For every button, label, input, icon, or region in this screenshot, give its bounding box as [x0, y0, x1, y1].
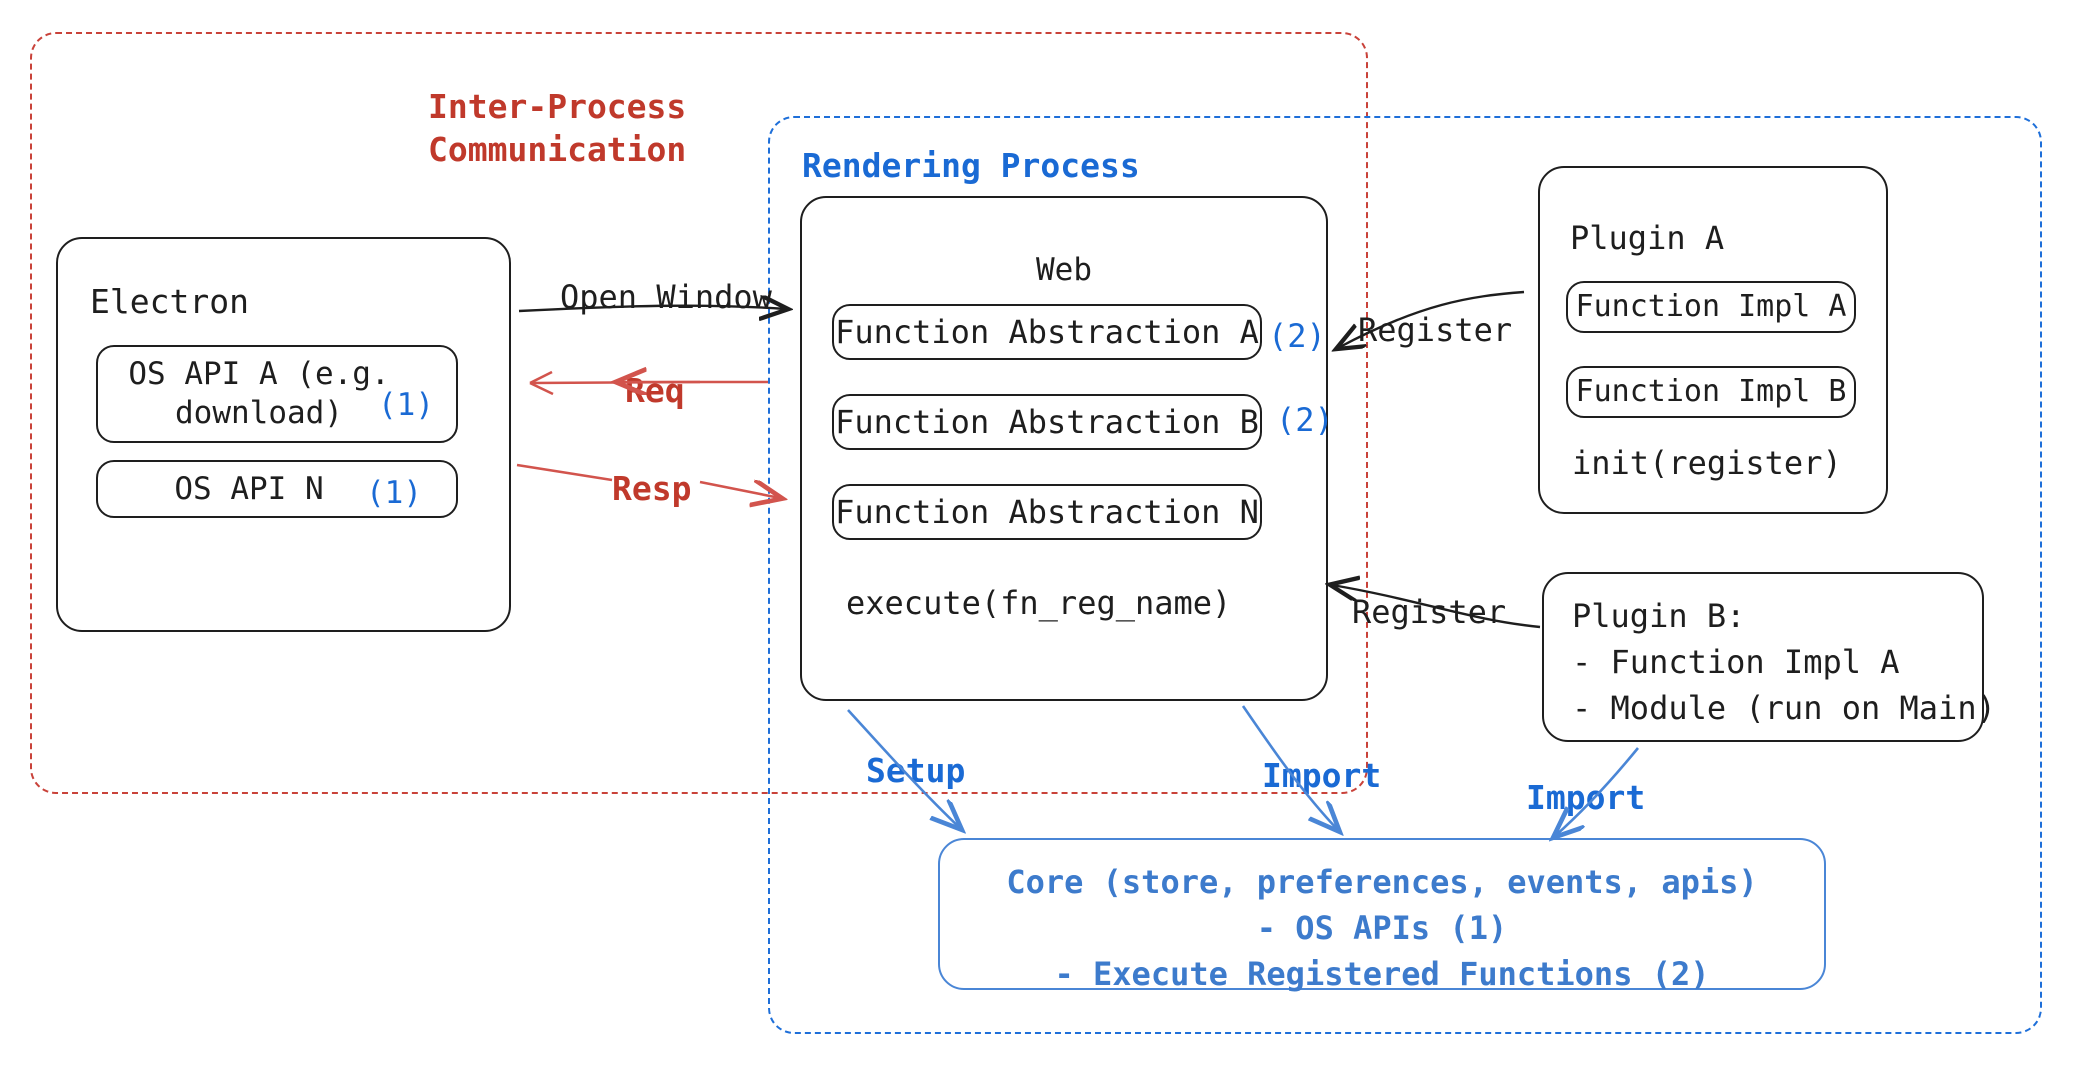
plugin-a-function-impl-a-label: Function Impl A — [1575, 289, 1847, 325]
plugin-a-function-impl-a-box: Function Impl A — [1566, 281, 1856, 333]
plugin-a-box — [1538, 166, 1888, 514]
os-api-n-ref: (1) — [366, 475, 422, 511]
plugin-a-init-label: init(register) — [1572, 444, 1842, 482]
function-abstraction-b-label: Function Abstraction B — [835, 403, 1259, 441]
plugin-a-title: Plugin A — [1570, 219, 1725, 257]
function-abstraction-a-ref: (2) — [1268, 317, 1326, 355]
edge-setup-label: Setup — [866, 751, 966, 790]
os-api-a-label: OS API A (e.g.download) — [128, 356, 390, 431]
edge-register-a-label: Register — [1358, 311, 1513, 349]
plugin-b-title: Plugin B: — [1572, 597, 1746, 635]
plugin-b-line-2: - Module (run on Main) — [1572, 689, 1996, 727]
web-execute-label: execute(fn_reg_name) — [846, 584, 1232, 622]
plugin-b-line-1: - Function Impl A — [1572, 643, 1900, 681]
plugin-a-function-impl-b-box: Function Impl B — [1566, 366, 1856, 418]
edge-resp-label: Resp — [612, 469, 692, 508]
plugin-a-function-impl-b-label: Function Impl B — [1575, 374, 1847, 410]
function-abstraction-n-label: Function Abstraction N — [835, 493, 1259, 531]
core-line-1: Core (store, preferences, events, apis) — [1006, 863, 1758, 901]
function-abstraction-a-box: Function Abstraction A — [832, 304, 1262, 360]
core-box: Core (store, preferences, events, apis) … — [938, 838, 1826, 993]
edge-import-web-label: Import — [1262, 756, 1382, 795]
function-abstraction-a-label: Function Abstraction A — [835, 313, 1259, 351]
edge-req-label: Req — [625, 371, 685, 410]
os-api-a-ref: (1) — [378, 387, 434, 424]
function-abstraction-n-box: Function Abstraction N — [832, 484, 1262, 540]
electron-title: Electron — [90, 282, 249, 321]
core-line-2: - OS APIs (1) — [1256, 909, 1508, 948]
os-api-n-label: OS API N — [174, 470, 324, 507]
edge-import-plugin-label: Import — [1526, 778, 1646, 817]
core-line-3: - Execute Registered Functions (2) — [1054, 955, 1710, 994]
edge-open-window-label: Open Window — [560, 278, 772, 316]
web-title: Web — [1036, 252, 1092, 288]
region-rendering-process-label: Rendering Process — [802, 146, 1140, 185]
plugin-b-box — [1542, 572, 1984, 742]
region-inter-process-communication — [30, 32, 1368, 794]
region-rendering-process — [768, 116, 2042, 1034]
os-api-n-box: OS API N (1) — [96, 460, 458, 518]
function-abstraction-b-ref: (2) — [1276, 401, 1334, 439]
edge-register-b-label: Register — [1352, 593, 1507, 631]
function-abstraction-b-box: Function Abstraction B — [832, 394, 1262, 450]
os-api-a-box: OS API A (e.g.download) (1) — [96, 345, 458, 443]
